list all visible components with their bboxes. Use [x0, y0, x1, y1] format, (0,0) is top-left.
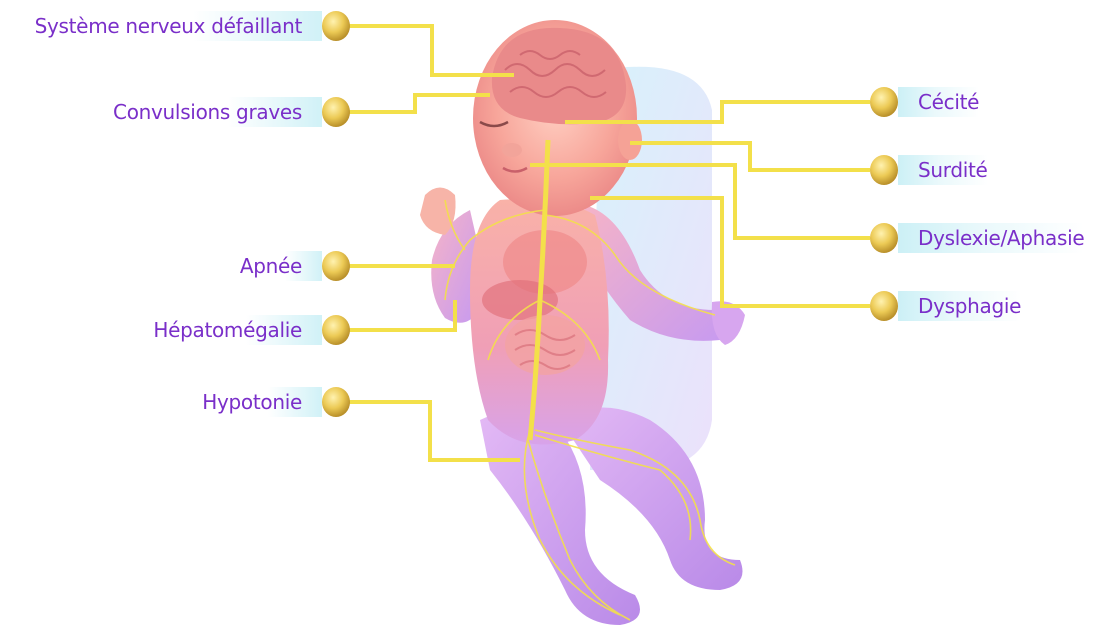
- label-convulsions-graves: Convulsions graves: [113, 97, 322, 127]
- label-dysphagie: Dysphagie: [898, 291, 1021, 321]
- ear: [618, 120, 642, 160]
- label-hypotonie: Hypotonie: [202, 387, 322, 417]
- liver: [482, 280, 558, 320]
- label-apnee: Apnée: [240, 251, 322, 281]
- label-surdite: Surdité: [898, 155, 988, 185]
- label-cecite: Cécité: [898, 87, 979, 117]
- hand-left: [420, 188, 456, 236]
- label-dyslexie-aphasie: Dyslexie/Aphasie: [898, 223, 1084, 253]
- label-systeme-nerveux-defaillant: Système nerveux défaillant: [35, 11, 322, 41]
- label-hepatomegalie: Hépatomégalie: [153, 315, 322, 345]
- nose: [502, 143, 522, 157]
